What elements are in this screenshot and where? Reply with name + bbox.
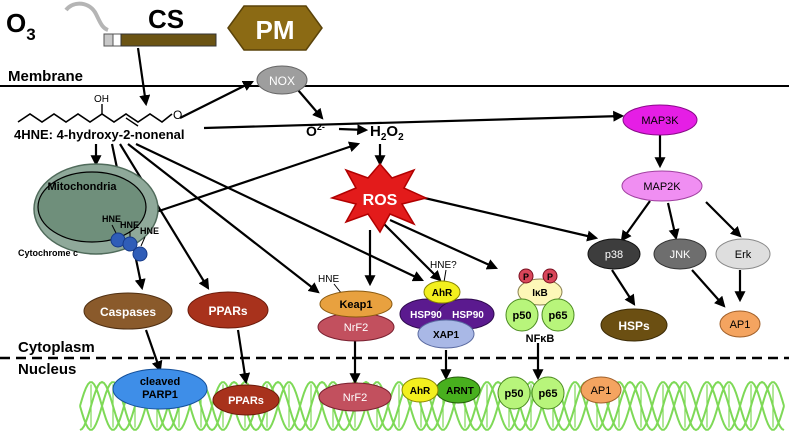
cigarette-filter: [103, 33, 114, 47]
p50-cytoplasm-label: p50: [513, 310, 532, 322]
cigarette-rod: [120, 33, 217, 47]
keap1-label: Keap1: [339, 299, 372, 311]
ppars-cytoplasm-node: [187, 291, 269, 329]
ahr-cytoplasm-label: AhR: [432, 288, 453, 299]
cs-label: CS: [148, 4, 184, 34]
keap1-node: [319, 290, 393, 318]
caspases-label: Caspases: [100, 305, 156, 319]
h2o2-label: H2O2: [370, 123, 404, 143]
ap1-cytoplasm-label: AP1: [730, 319, 751, 331]
p65-cytoplasm-node: [541, 298, 575, 332]
ros-label: ROS: [363, 192, 398, 209]
ppars-nucleus-node: [212, 384, 280, 416]
map2k-node: [621, 170, 703, 202]
hsp90-left-label: HSP90: [410, 310, 442, 321]
aldehyde-o-label: O: [173, 108, 182, 122]
pm-label: PM: [256, 15, 295, 45]
nox-node: [256, 65, 308, 95]
dna-strand-2: [79, 381, 785, 431]
cytochrome-bead-3: [132, 246, 148, 262]
hne-name: 4HNE: 4-hydroxy-2-nonenal: [14, 127, 184, 142]
double-bond: [125, 117, 139, 127]
ahr-cytoplasm-node: [423, 280, 461, 304]
cytoplasm-label: Cytoplasm: [18, 339, 95, 356]
ikb-label: IκB: [532, 288, 548, 299]
hne-skeleton: [17, 113, 173, 123]
ahr-nucleus-node: [401, 377, 439, 403]
ap1-nucleus-label: AP1: [591, 385, 612, 397]
p65-nucleus-node: [531, 376, 565, 410]
phospho-left-label: P: [523, 272, 529, 282]
erk-label: Erk: [735, 249, 752, 261]
p38-node: [587, 238, 641, 270]
map2k-label: MAP2K: [643, 181, 681, 193]
xap1-node: [417, 319, 475, 349]
hne-mito-3: HNE: [140, 226, 159, 236]
phospho-left: [518, 268, 534, 284]
superoxide-label: O2-: [306, 122, 325, 139]
map3k-node: [622, 104, 698, 136]
ozone-label: O3: [6, 8, 36, 44]
cigarette-band: [112, 33, 122, 47]
keap1-hne-label: HNE: [318, 274, 339, 285]
cytochrome-bead-2: [122, 236, 138, 252]
cytochrome-c-label: Cytochrome c: [18, 248, 78, 258]
p65-cytoplasm-label: p65: [549, 310, 568, 322]
ahr-hne-query-label: HNE?: [430, 260, 457, 271]
hsps-node: [600, 308, 668, 342]
oh-label: OH: [94, 94, 109, 105]
jnk-label: JNK: [670, 249, 691, 261]
nrf2-nucleus-node: [318, 382, 392, 412]
jnk-node: [653, 238, 707, 270]
p38-label: p38: [605, 249, 623, 261]
nucleus-label: Nucleus: [18, 361, 76, 378]
membrane-label: Membrane: [8, 68, 83, 85]
hne-mito-1: HNE: [102, 214, 121, 224]
p50-nucleus-label: p50: [505, 388, 524, 400]
nox-label: NOX: [269, 74, 295, 88]
xap1-label: XAP1: [433, 330, 460, 341]
smoke-wisp: [64, 1, 109, 32]
hsp90-right-label: HSP90: [452, 310, 484, 321]
nfkb-label: NFκB: [526, 333, 555, 345]
hsps-label: HSPs: [618, 319, 650, 333]
ppars-cytoplasm-label: PPARs: [208, 304, 247, 318]
ap1-nucleus-node: [580, 376, 622, 404]
phospho-right: [542, 268, 558, 284]
mitochondria-label: Mitochondria: [47, 181, 117, 193]
parp1-label: PARP1: [142, 389, 178, 401]
mitochondria-inner: [37, 171, 147, 243]
phospho-right-label: P: [547, 272, 553, 282]
p50-cytoplasm-node: [505, 298, 539, 332]
erk-node: [715, 238, 771, 270]
arnt-label: ARNT: [446, 386, 474, 397]
ikb-node: [517, 278, 563, 306]
pm-hexagon: [227, 5, 323, 51]
cleaved-parp1-node: [112, 368, 208, 410]
nrf2-cytoplasm-label: NrF2: [344, 322, 368, 334]
ap1-cytoplasm-node: [719, 310, 761, 338]
ros-burst: [329, 162, 429, 234]
ppars-nucleus-label: PPARs: [228, 395, 264, 407]
hne-mito-2: HNE: [120, 220, 139, 230]
nrf2-nucleus-label: NrF2: [343, 392, 367, 404]
ahr-nucleus-label: AhR: [410, 386, 431, 397]
caspases-node: [83, 292, 173, 330]
cleaved-label: cleaved: [140, 376, 180, 388]
p50-nucleus-node: [497, 376, 531, 410]
p65-nucleus-label: p65: [539, 388, 558, 400]
map3k-label: MAP3K: [641, 115, 679, 127]
